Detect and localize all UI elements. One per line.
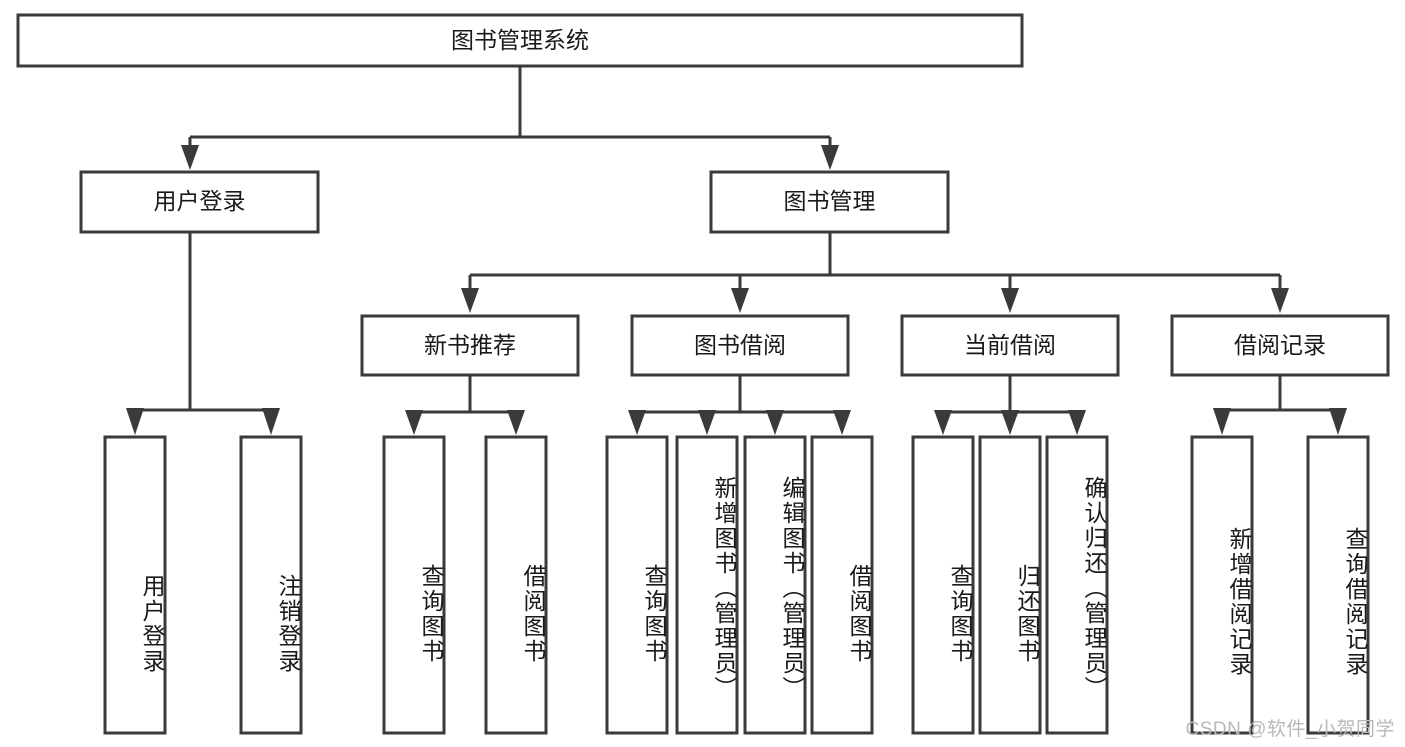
connector-group-user-login [126, 233, 280, 435]
arrow-head-leaf-bb-0 [628, 410, 646, 435]
node-box-leaf-bb-1[interactable] [675, 435, 739, 735]
node-box-leaf-nbr-1[interactable] [484, 435, 548, 735]
node-box-leaf-br-0[interactable] [1190, 435, 1254, 735]
connector-group-borrow-record [1213, 376, 1347, 435]
connector-group-book-manage [461, 233, 1289, 313]
arrow-head-user-login [181, 145, 199, 170]
node-box-leaf-cb-2[interactable] [1045, 435, 1109, 735]
arrow-head-leaf-cb-1 [1001, 410, 1019, 435]
watermark-text: CSDN @软件_小贺同学 [1185, 719, 1395, 740]
node-box-book-manage[interactable] [709, 170, 950, 234]
connector-group-book-borrow [628, 376, 851, 435]
node-box-borrow-record[interactable] [1170, 314, 1390, 377]
arrow-head-leaf-nbr-0 [405, 410, 423, 435]
node-box-leaf-cb-0[interactable] [911, 435, 975, 735]
arrow-head-leaf-br-1 [1329, 408, 1347, 435]
node-box-leaf-bb-2[interactable] [743, 435, 807, 735]
arrow-head-leaf-bb-2 [766, 410, 784, 435]
arrow-head-leaf-nbr-1 [507, 410, 525, 435]
node-box-leaf-bb-0[interactable] [605, 435, 669, 735]
arrow-head-leaf-cb-0 [934, 410, 952, 435]
arrow-head-book-manage [821, 145, 839, 170]
arrow-head-level2-2 [1001, 288, 1019, 313]
node-box-root[interactable] [16, 13, 1024, 68]
node-box-user-login[interactable] [79, 170, 320, 234]
connector-group-root [181, 67, 839, 170]
node-box-leaf-bb-3[interactable] [810, 435, 874, 735]
arrow-head-leaf-user-login-0 [126, 408, 144, 435]
connector-group-new-book-recommend [405, 376, 525, 435]
arrow-head-leaf-cb-2 [1068, 410, 1086, 435]
arrow-head-leaf-user-login-1 [262, 408, 280, 435]
node-box-book-borrow[interactable] [630, 314, 850, 377]
arrow-head-level2-1 [731, 288, 749, 313]
connector-group-current-borrow [934, 376, 1086, 435]
node-box-leaf-br-1[interactable] [1306, 435, 1370, 735]
node-box-leaf-user-login-1[interactable] [239, 435, 303, 735]
arrow-head-level2-0 [461, 288, 479, 313]
node-box-current-borrow[interactable] [900, 314, 1120, 377]
node-box-leaf-nbr-0[interactable] [382, 435, 446, 735]
arrow-head-level2-3 [1271, 288, 1289, 313]
node-box-new-book-recommend[interactable] [360, 314, 580, 377]
node-box-leaf-cb-1[interactable] [978, 435, 1042, 735]
arrow-head-leaf-bb-3 [833, 410, 851, 435]
node-box-leaf-user-login-0[interactable] [103, 435, 167, 735]
arrow-head-leaf-bb-1 [698, 410, 716, 435]
arrow-head-leaf-br-0 [1213, 408, 1231, 435]
